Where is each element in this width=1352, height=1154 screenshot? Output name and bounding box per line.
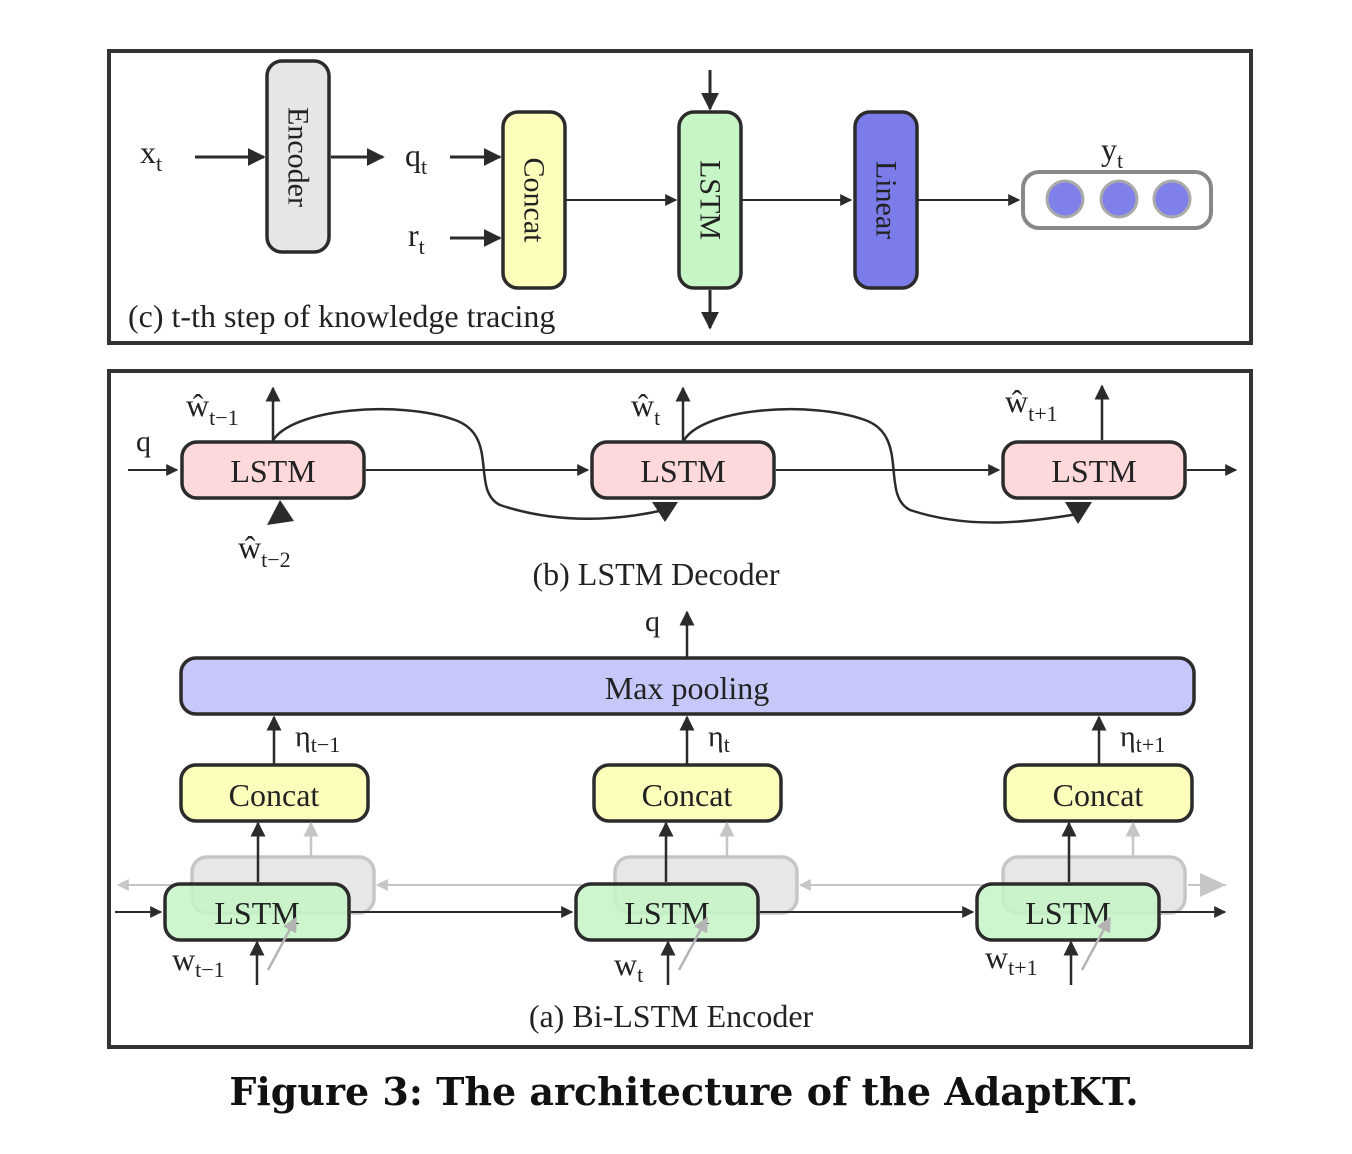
encoder-label: Encoder [282,107,315,207]
backward-arrowhead [1200,873,1226,897]
decoder-feedback-curve [681,408,1079,524]
panel-ab-frame [107,369,1253,1049]
encoder-lstm-label: LSTM [214,895,299,931]
decoder-lstm-cell [180,440,366,500]
encoder-lstm-cell [574,882,760,942]
panel-c-title: (c) t-th step of knowledge tracing [128,298,555,334]
decoder-lstm-label: LSTM [230,453,315,489]
encoder-lstm-cell [975,882,1161,942]
encoder-concat-label: Concat [642,777,733,813]
decoder-lstm-label: LSTM [1051,453,1136,489]
lstm-box [677,110,743,290]
eta-label: ηt−1 [295,720,340,757]
figure-caption: Figure 3: The architecture of the AdaptK… [229,1069,1138,1114]
panel-b: q LSTM LSTM LSTM ŵt−1 ŵt ŵt+1 ŵt−2 (b) L… [128,383,1238,592]
output-dot [1099,179,1139,219]
panel-a: q Max pooling ηt−1 ηt ηt+1 Concat Concat… [115,605,1227,1034]
x-label: xt [140,134,162,176]
y-label: yt [1101,131,1123,173]
encoder-concat-label: Concat [1053,777,1144,813]
linear-label: Linear [870,161,903,239]
decoder-feedback-arrowhead [1065,502,1092,524]
encoder-concat-label: Concat [229,777,320,813]
eta-label: ηt+1 [1120,720,1165,757]
linear-box [853,110,919,290]
decoder-lstm-cell [1001,440,1187,500]
encoder-q-label: q [645,605,660,638]
eta-label: ηt [708,720,730,757]
decoder-feedback-curve [270,408,665,520]
max-pooling-label: Max pooling [605,670,769,706]
encoder-lstm-label: LSTM [624,895,709,931]
lstm-label: LSTM [694,160,727,240]
panel-c-frame [107,49,1253,345]
encoder-lstm-label: LSTM [1025,895,1110,931]
panel-b-title: (b) LSTM Decoder [532,556,779,592]
decoder-feedback-arrowhead [652,502,678,522]
word-input-label: wt+1 [985,939,1038,980]
panel-a-title: (a) Bi-LSTM Encoder [529,998,814,1034]
decoder-output-label: ŵt [631,387,660,430]
decoder-prev-input-label: ŵt−2 [238,529,291,572]
concat-label: Concat [518,158,551,244]
decoder-output-label: ŵt−1 [186,387,239,430]
output-dot [1152,179,1192,219]
decoder-prev-input-arrow [267,500,294,525]
decoder-output-label: ŵt+1 [1005,383,1058,426]
word-input-label: wt [614,946,643,987]
output-dot [1045,179,1085,219]
backward-input-arrow [677,916,709,971]
max-pooling-box [179,656,1196,716]
word-input-label: wt−1 [172,941,225,982]
q-label: qt [405,137,427,179]
concat-box [501,110,567,290]
encoder-concat-box [592,763,783,823]
encoder-concat-box [179,763,370,823]
r-label: rt [408,217,425,259]
decoder-q-label: q [136,425,151,458]
encoder-box [265,59,331,254]
encoder-lstm-cell [163,882,351,942]
encoder-concat-box [1003,763,1194,823]
decoder-lstm-cell [590,440,776,500]
backward-input-arrow [1080,916,1112,971]
backward-input-arrow [266,916,298,971]
decoder-lstm-label: LSTM [640,453,725,489]
panel-c: xt Encoder qt rt Concat LSTM Linear yt (… [107,49,1253,345]
